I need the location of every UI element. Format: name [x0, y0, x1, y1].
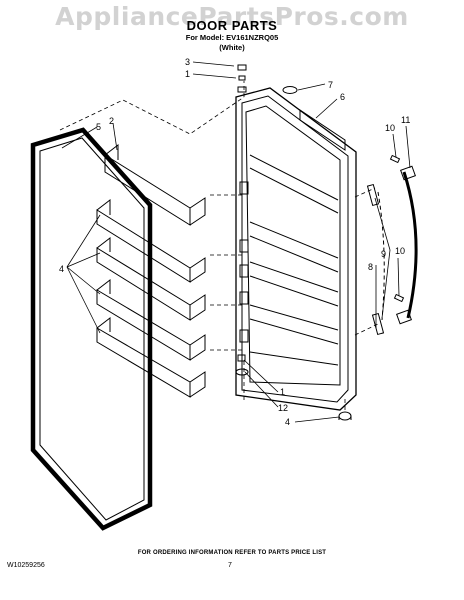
bottom-hinge-parts — [235, 354, 352, 421]
model-line: For Model: EV161NZRQ05 — [185, 33, 279, 42]
callout-4-left: 4 — [59, 264, 64, 274]
callout-8: 8 — [368, 262, 373, 272]
watermark-text: AppliancePartsPros.com — [55, 2, 409, 31]
color-line: (White) — [219, 43, 245, 52]
callout-labels: 3 1 7 6 5 2 10 11 4 9 10 8 1 12 4 — [59, 57, 410, 427]
page-number: 7 — [228, 562, 232, 569]
callout-5: 5 — [96, 122, 101, 132]
door-shelf-top — [104, 143, 206, 226]
freezer-door — [235, 87, 357, 411]
assembly-dashed-lines — [59, 81, 381, 410]
door-handle — [396, 165, 418, 325]
page-title: DOOR PARTS — [186, 18, 278, 33]
callout-10-top: 10 — [385, 123, 395, 133]
callout-10-mid: 10 — [395, 246, 405, 256]
callout-7: 7 — [328, 80, 333, 90]
handle-screws — [389, 154, 405, 303]
door-plug — [282, 86, 298, 94]
callout-3: 3 — [185, 57, 190, 67]
callout-12: 12 — [278, 403, 288, 413]
callout-1-top: 1 — [185, 69, 190, 79]
door-shelf-4 — [96, 278, 206, 361]
callout-4-bottom: 4 — [285, 417, 290, 427]
door-shelf-5 — [96, 316, 206, 398]
callout-6: 6 — [340, 92, 345, 102]
callout-11: 11 — [401, 115, 410, 125]
callout-1-bottom: 1 — [280, 387, 285, 397]
callout-2: 2 — [109, 116, 114, 126]
document-number: W10259256 — [7, 562, 45, 569]
handle-brackets — [366, 183, 385, 336]
callout-9: 9 — [381, 249, 386, 259]
leader-lines — [61, 61, 411, 423]
ordering-note: FOR ORDERING INFORMATION REFER TO PARTS … — [137, 550, 327, 556]
door-shelf-3 — [96, 236, 206, 321]
door-gasket — [30, 127, 153, 531]
top-hinge-parts — [237, 64, 247, 93]
